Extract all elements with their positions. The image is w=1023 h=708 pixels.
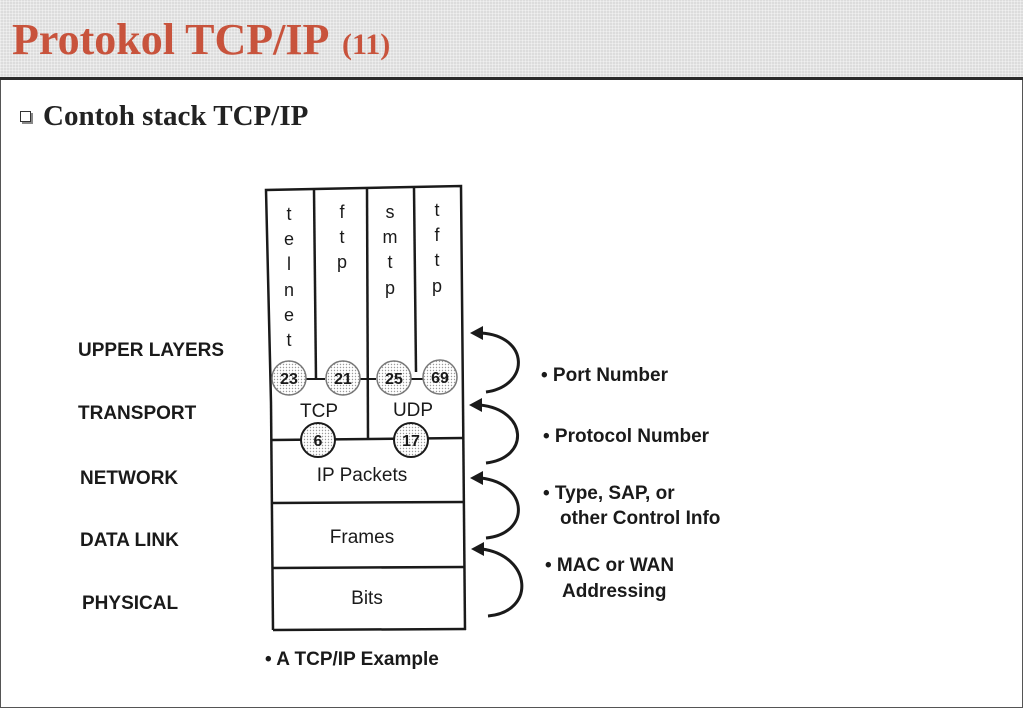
curved-arrow-port-icon <box>480 331 520 394</box>
app-telnet-letter: n <box>284 280 294 300</box>
port-circle-25 <box>376 360 412 396</box>
app-tftp: t f t p <box>432 200 442 296</box>
app-telnet: t e l n e t <box>284 204 294 350</box>
app-ftp-letter: f <box>339 202 345 222</box>
transport-tcp: TCP <box>300 401 338 422</box>
arrowhead-protocol-icon <box>469 398 482 412</box>
app-tftp-letter: t <box>434 250 439 270</box>
app-telnet-letter: l <box>287 254 291 274</box>
upper-layer-box <box>264 184 465 441</box>
curved-arrow-type-icon <box>480 476 520 540</box>
port-number-ftp: 21 <box>334 371 352 388</box>
port-circles: 23 21 25 69 <box>271 359 458 396</box>
bullet-item: Contoh stack TCP/IP <box>20 100 308 133</box>
layer-label-physical: PHYSICAL <box>82 593 178 614</box>
port-circle-69 <box>422 359 458 395</box>
protocol-number-udp: 17 <box>402 433 420 450</box>
arrow-heads <box>469 326 484 556</box>
layer-label-network: NETWORK <box>80 468 178 489</box>
layer-label-transport: TRANSPORT <box>78 403 197 424</box>
curved-arrow-mac-icon <box>481 547 524 618</box>
datalink-cell: Frames <box>330 527 394 548</box>
protocol-circles: 6 17 <box>300 422 429 458</box>
layer-label-upper: UPPER LAYERS <box>78 340 224 361</box>
port-number-telnet: 23 <box>280 371 298 388</box>
diagram-caption: • A TCP/IP Example <box>265 649 439 670</box>
protocol-number-tcp: 6 <box>314 433 323 450</box>
app-ftp: f t p <box>337 202 347 272</box>
app-smtp: s m t p <box>383 202 398 298</box>
arrowhead-port-icon <box>470 326 483 340</box>
network-cell: IP Packets <box>317 465 407 486</box>
transport-udp: UDP <box>393 400 433 421</box>
app-smtp-letter: t <box>387 252 392 272</box>
app-telnet-letter: e <box>284 229 294 249</box>
slide-header: Protokol TCP/IP (11) <box>0 0 1023 80</box>
annotation-mac-line1: • MAC or WAN <box>545 555 674 576</box>
app-smtp-letter: p <box>385 278 395 298</box>
app-telnet-letter: t <box>286 204 291 224</box>
port-circle-21 <box>325 360 361 396</box>
app-tftp-letter: f <box>434 225 440 245</box>
layer-label-datalink: DATA LINK <box>80 530 179 551</box>
annotation-type-line2: other Control Info <box>560 508 720 529</box>
app-ftp-letter: p <box>337 252 347 272</box>
bullet-text: Contoh stack TCP/IP <box>43 100 309 132</box>
slide-title-main: Protokol TCP/IP <box>12 15 327 64</box>
annotation-mac-line2: Addressing <box>562 581 667 602</box>
app-smtp-letter: s <box>386 202 395 222</box>
physical-cell: Bits <box>351 588 383 609</box>
checkbox-bullet-icon <box>20 111 31 122</box>
slide-title: Protokol TCP/IP (11) <box>12 14 390 71</box>
port-number-smtp: 25 <box>385 371 403 388</box>
curved-arrows <box>479 331 524 618</box>
port-circle-23 <box>271 360 307 396</box>
annotation-protocol-number: • Protocol Number <box>543 426 710 447</box>
annotation-type-line1: • Type, SAP, or <box>543 483 675 504</box>
arrowhead-type-icon <box>470 471 483 485</box>
app-telnet-letter: e <box>284 305 294 325</box>
app-ftp-letter: t <box>339 227 344 247</box>
arrowhead-mac-icon <box>471 542 484 556</box>
port-number-tftp: 69 <box>431 370 449 387</box>
app-tftp-letter: t <box>434 200 439 220</box>
app-telnet-letter: t <box>286 330 291 350</box>
app-smtp-letter: m <box>383 227 398 247</box>
lower-layer-boxes <box>269 402 467 632</box>
app-tftp-letter: p <box>432 276 442 296</box>
slide-title-number: (11) <box>341 28 391 61</box>
protocol-circle-udp <box>393 422 429 458</box>
protocol-circle-tcp <box>300 422 336 458</box>
annotation-port-number: • Port Number <box>541 365 669 386</box>
curved-arrow-protocol-icon <box>479 403 519 465</box>
